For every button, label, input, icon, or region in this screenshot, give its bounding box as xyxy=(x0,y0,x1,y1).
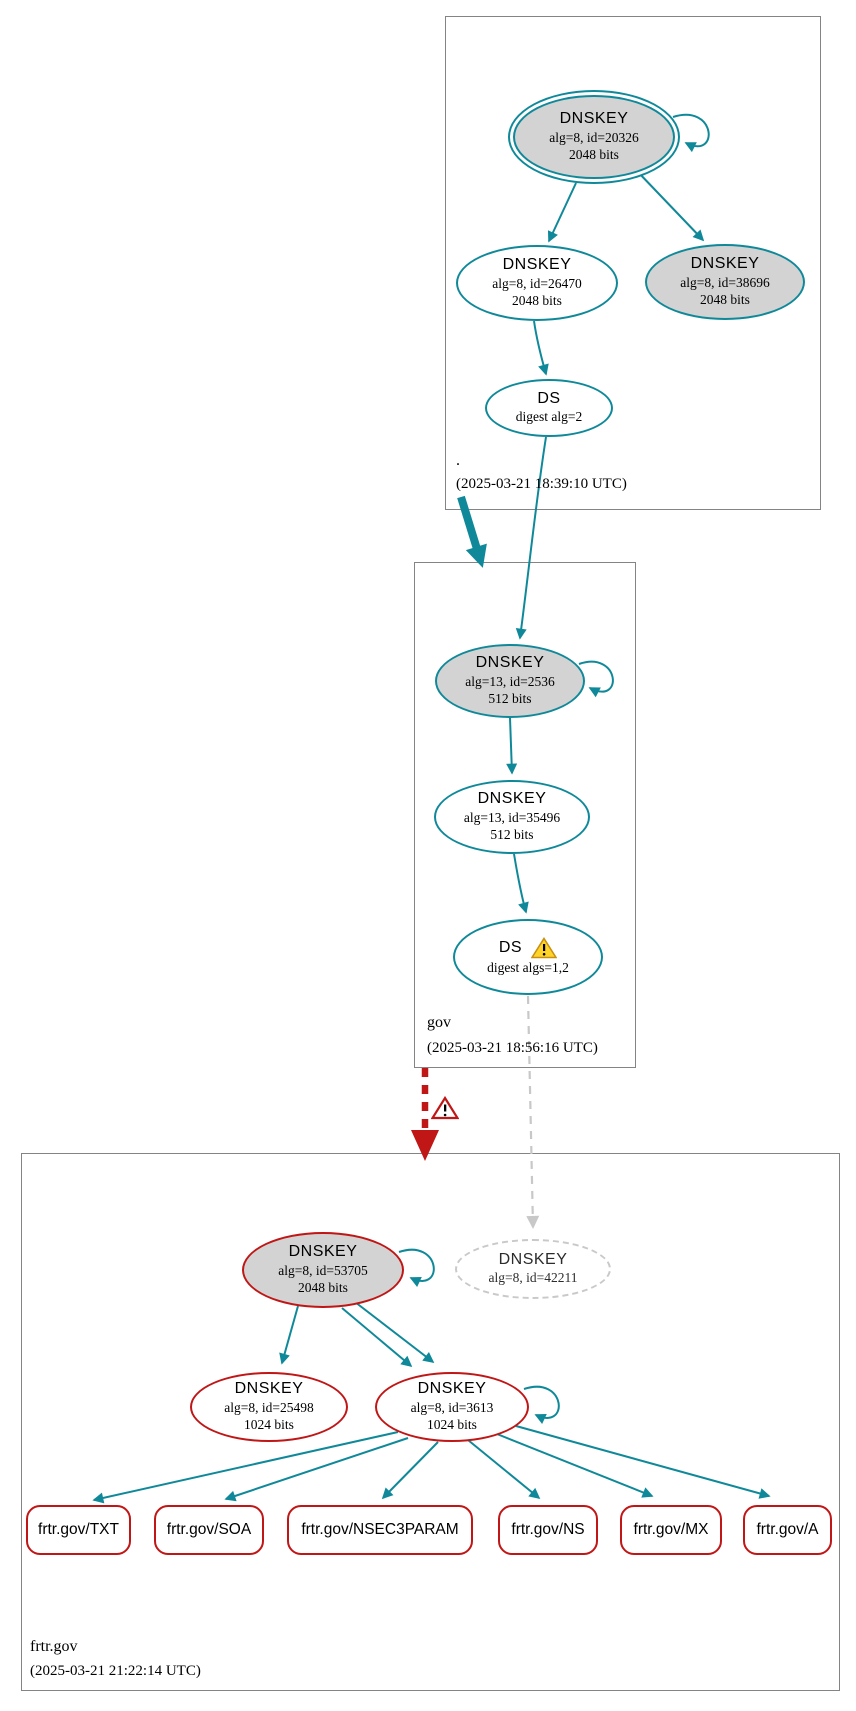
rrset-label: frtr.gov/NSEC3PARAM xyxy=(301,1521,459,1538)
node-type: DS xyxy=(498,939,523,957)
rrset-node-frtr-gov-ns[interactable]: frtr.gov/NS xyxy=(498,1505,598,1555)
rrset-node-frtr-gov-nsec3param[interactable]: frtr.gov/NSEC3PARAM xyxy=(287,1505,473,1555)
zone-box-root xyxy=(445,16,821,510)
zone-label-root: . xyxy=(456,452,460,469)
dnskey-node-53705-ksk[interactable]: DNSKEY alg=8, id=53705 2048 bits xyxy=(242,1232,404,1308)
rrset-label: frtr.gov/MX xyxy=(633,1521,709,1538)
node-digest: digest alg=2 xyxy=(515,409,583,425)
ds-node-gov[interactable]: DS digest algs=1,2 xyxy=(453,919,603,995)
dnskey-node-3613-zsk[interactable]: DNSKEY alg=8, id=3613 1024 bits xyxy=(375,1372,529,1442)
node-alg-id: alg=8, id=25498 xyxy=(224,1399,314,1415)
dnskey-node-2536-ksk[interactable]: DNSKEY alg=13, id=2536 512 bits xyxy=(435,644,585,718)
rrset-label: frtr.gov/NS xyxy=(511,1521,585,1538)
node-type: DNSKEY xyxy=(559,110,629,128)
dnskey-node-20326-ksk-sep[interactable]: DNSKEY alg=8, id=20326 2048 bits xyxy=(508,90,680,184)
dnskey-node-25498[interactable]: DNSKEY alg=8, id=25498 1024 bits xyxy=(190,1372,348,1442)
zone-box-frtr-gov xyxy=(21,1153,840,1691)
node-type: DNSKEY xyxy=(417,1380,487,1398)
warning-icon xyxy=(530,937,558,959)
node-type: DNSKEY xyxy=(234,1380,304,1398)
rrset-label: frtr.gov/A xyxy=(756,1521,819,1538)
node-bits: 2048 bits xyxy=(569,147,619,163)
dnskey-node-38696[interactable]: DNSKEY alg=8, id=38696 2048 bits xyxy=(645,244,805,320)
zone-box-gov xyxy=(414,562,636,1068)
node-alg-id: alg=13, id=2536 xyxy=(465,673,555,689)
node-digest: digest algs=1,2 xyxy=(487,960,569,976)
node-alg-id: alg=8, id=26470 xyxy=(492,275,582,291)
node-bits: 2048 bits xyxy=(298,1280,348,1296)
node-alg-id: alg=8, id=42211 xyxy=(488,1270,578,1286)
node-alg-id: alg=8, id=38696 xyxy=(680,274,770,290)
dnskey-node-35496[interactable]: DNSKEY alg=13, id=35496 512 bits xyxy=(434,780,590,854)
node-bits: 512 bits xyxy=(488,691,532,707)
zone-label-gov: gov xyxy=(427,1014,451,1031)
rrset-node-frtr-gov-txt[interactable]: frtr.gov/TXT xyxy=(26,1505,131,1555)
error-warning-icon xyxy=(430,1095,460,1120)
rrset-node-frtr-gov-soa[interactable]: frtr.gov/SOA xyxy=(154,1505,264,1555)
zone-timestamp-gov: (2025-03-21 18:56:16 UTC) xyxy=(427,1040,598,1056)
node-bits: 2048 bits xyxy=(700,292,750,308)
zone-timestamp-root: (2025-03-21 18:39:10 UTC) xyxy=(456,476,627,492)
rrset-node-frtr-gov-mx[interactable]: frtr.gov/MX xyxy=(620,1505,722,1555)
node-alg-id: alg=8, id=20326 xyxy=(549,129,639,145)
zone-label-frtr-gov: frtr.gov xyxy=(30,1638,78,1655)
node-bits: 1024 bits xyxy=(244,1417,294,1433)
node-type: DNSKEY xyxy=(477,790,547,808)
node-bits: 512 bits xyxy=(490,827,534,843)
node-alg-id: alg=13, id=35496 xyxy=(463,809,561,825)
node-alg-id: alg=8, id=3613 xyxy=(410,1399,494,1415)
zone-timestamp-frtr-gov: (2025-03-21 21:22:14 UTC) xyxy=(30,1663,201,1679)
node-alg-id: alg=8, id=53705 xyxy=(278,1262,368,1278)
dnskey-node-26470[interactable]: DNSKEY alg=8, id=26470 2048 bits xyxy=(456,245,618,321)
rrset-label: frtr.gov/TXT xyxy=(38,1521,119,1538)
node-bits: 2048 bits xyxy=(512,293,562,309)
ds-node-root[interactable]: DS digest alg=2 xyxy=(485,379,613,437)
node-type: DNSKEY xyxy=(498,1251,568,1269)
node-type: DNSKEY xyxy=(288,1243,358,1261)
node-type: DNSKEY xyxy=(475,654,545,672)
dnskey-node-42211-missing[interactable]: DNSKEY alg=8, id=42211 xyxy=(455,1239,611,1299)
rrset-label: frtr.gov/SOA xyxy=(166,1521,252,1538)
node-bits: 1024 bits xyxy=(427,1417,477,1433)
node-type: DNSKEY xyxy=(502,256,572,274)
rrset-node-frtr-gov-a[interactable]: frtr.gov/A xyxy=(743,1505,832,1555)
node-type: DNSKEY xyxy=(690,255,760,273)
node-type: DS xyxy=(537,390,561,408)
